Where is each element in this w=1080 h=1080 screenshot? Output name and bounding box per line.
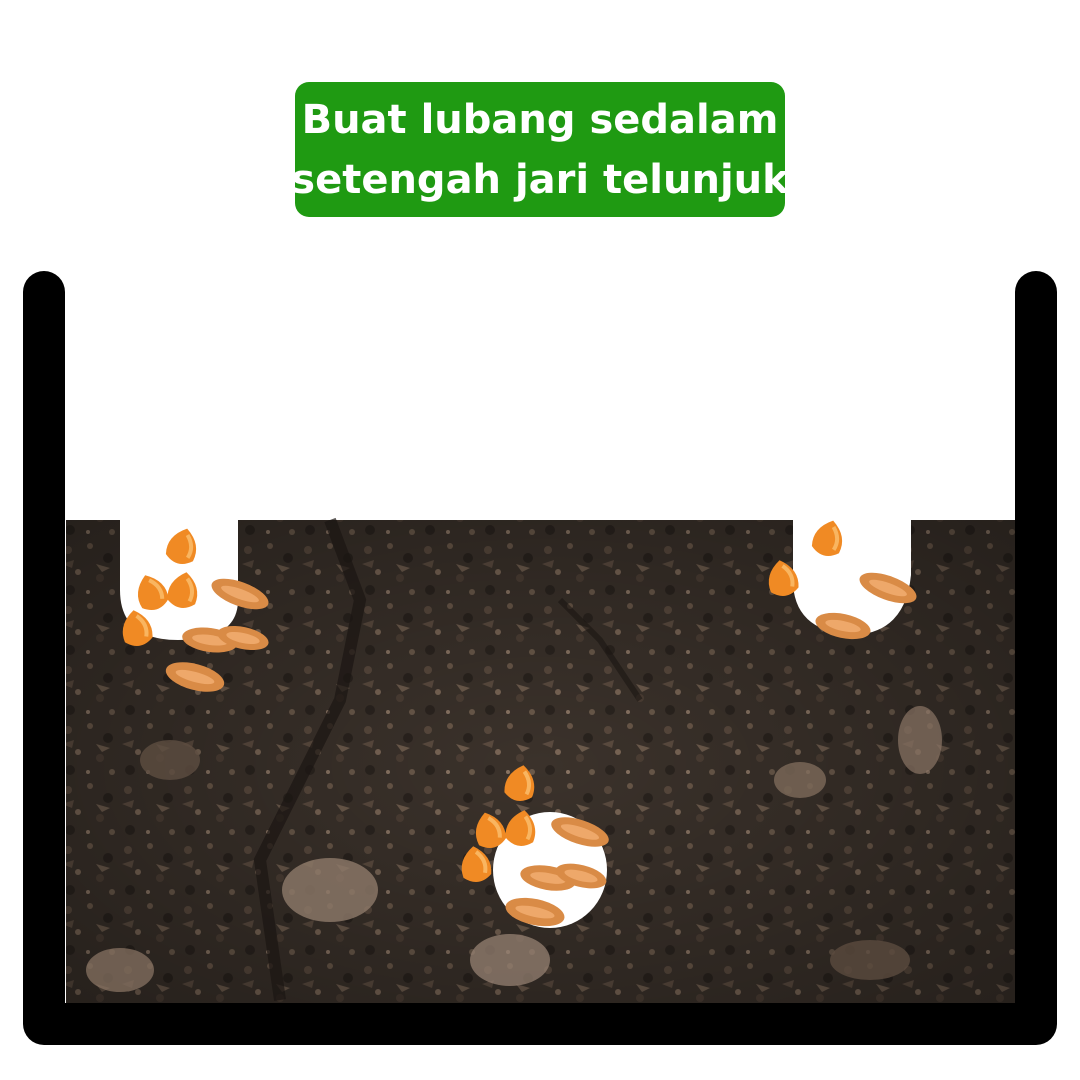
seeds-right [768,520,917,640]
instruction-caption: Buat lubang sedalam setengah jari telunj… [291,82,789,217]
seeds-left [122,528,269,692]
container-outline [23,271,1057,1045]
caption-line-1: Buat lubang sedalam [301,96,779,143]
seeds-center [461,765,609,927]
caption-line-2: setengah jari telunjuk [291,156,789,203]
